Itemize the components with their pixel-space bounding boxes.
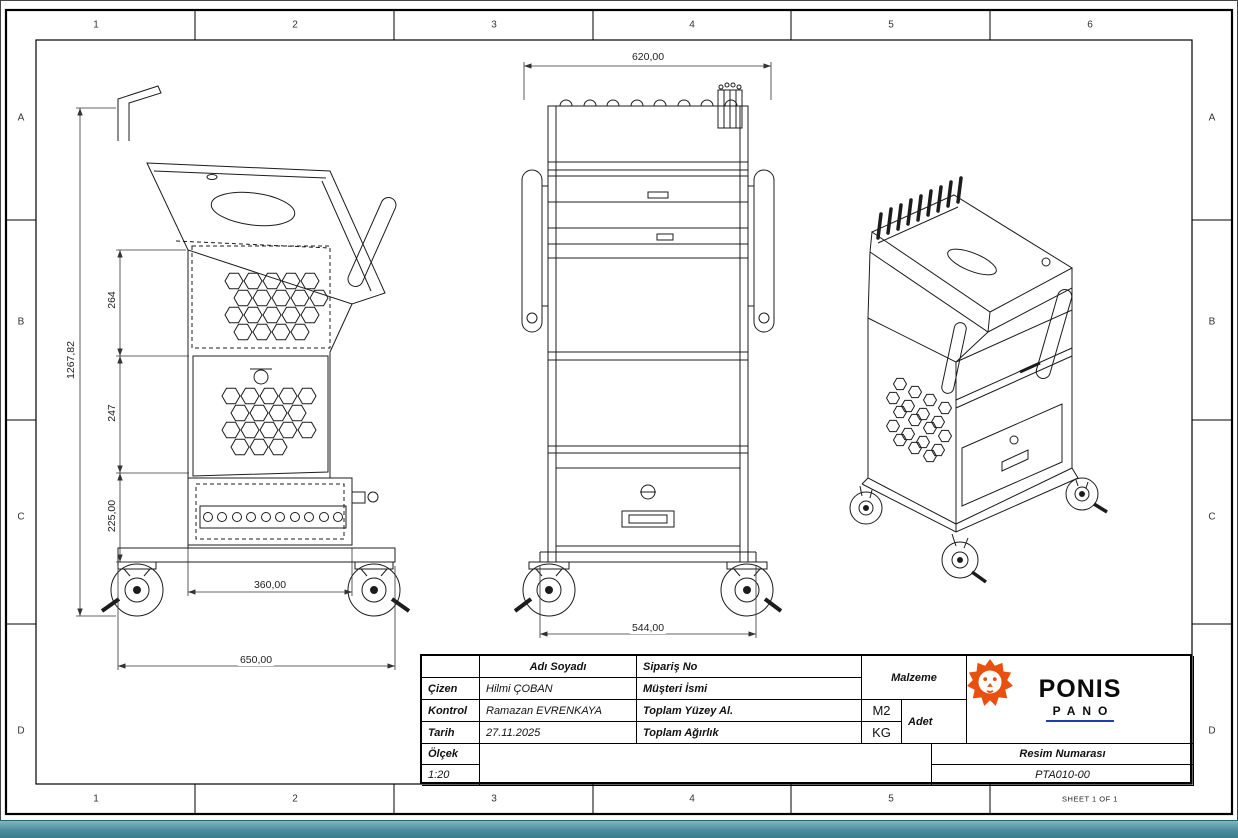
grab-handle-right: [1035, 289, 1073, 379]
dim-lower-section: 225,00: [106, 497, 118, 535]
logo-brand-text: PONIS: [1038, 675, 1122, 703]
caster-rear: [100, 561, 164, 617]
zone-top-1: 1: [93, 19, 99, 31]
label-cizen: Çizen: [422, 678, 480, 700]
label-siparis-no: Sipariş No: [637, 656, 862, 678]
titleblock-cell-empty: [480, 744, 932, 786]
console-outline: [146, 162, 386, 305]
iso-base: [861, 467, 1079, 533]
dim-overall-height: 1267,82: [65, 339, 77, 381]
zone-top-6: 6: [1087, 19, 1093, 31]
label-olcek: Ölçek: [422, 744, 480, 765]
base-plate: [117, 547, 396, 563]
caster-front: [347, 561, 411, 617]
iso-view: [849, 176, 1108, 584]
zone-left-c: C: [17, 511, 25, 523]
title-block: Adı Soyadı Sipariş No Malzeme Çizen Hilm…: [420, 654, 1194, 786]
push-handle-right: [748, 169, 775, 333]
lower-drawer-box: [187, 477, 353, 546]
zone-top-5: 5: [888, 19, 894, 31]
push-handle-left: [521, 169, 548, 333]
titleblock-cell-empty: [422, 656, 480, 678]
upper-drawer-handle: [647, 191, 669, 199]
unit-kg: KG: [862, 722, 902, 744]
indicator-lamp: [253, 369, 269, 385]
iso-caster-left: [849, 485, 883, 525]
dim-middle-section: 247: [106, 402, 118, 424]
zone-right-c: C: [1208, 511, 1216, 523]
company-logo: PONIS PANO: [967, 656, 1194, 744]
value-olcek: 1:20: [422, 765, 480, 786]
label-malzeme: Malzeme: [862, 656, 967, 700]
hex-vent-upper: [224, 272, 329, 341]
zone-left-d: D: [17, 725, 25, 737]
hinge-strip: [203, 512, 343, 522]
label-kontrol: Kontrol: [422, 700, 480, 722]
label-musteri-ismi: Müşteri İsmi: [637, 678, 862, 700]
zone-bottom-5: 5: [888, 793, 894, 805]
side-view: [100, 85, 411, 617]
sheet-frame: [4, 8, 1234, 816]
lion-icon: [967, 659, 1013, 706]
dimension-lines: [76, 62, 772, 670]
zone-left-b: B: [17, 316, 25, 328]
body-front-face: [955, 309, 1073, 525]
body-left-face: [867, 317, 957, 525]
caster-right: [720, 561, 783, 617]
value-resim-numarasi: PTA010-00: [932, 765, 1194, 786]
dim-upper-section: 264: [106, 289, 118, 311]
zone-left-a: A: [17, 112, 25, 124]
zone-right-a: A: [1208, 112, 1216, 124]
bottom-drawer-handle: [621, 510, 675, 528]
dim-front-width-top: 620,00: [629, 51, 667, 63]
value-tarih: 27.11.2025: [480, 722, 637, 744]
label-toplam-agirlik: Toplam Ağırlık: [637, 722, 862, 744]
zone-bottom-3: 3: [491, 793, 497, 805]
header-adi-soyadi: Adı Soyadı: [480, 656, 637, 678]
hex-vent-iso: [886, 377, 952, 463]
caster-left: [513, 561, 576, 617]
logo-sub-text: PANO: [1045, 704, 1115, 722]
hex-vent-lower: [221, 387, 317, 456]
window-bottom-bar: [0, 820, 1238, 838]
comb-pins: [876, 176, 963, 240]
cable-hooks: [559, 99, 738, 107]
label-toplam-yuzey: Toplam Yüzey Al.: [637, 700, 862, 722]
value-kontrol: Ramazan EVRENKAYA: [480, 700, 637, 722]
zone-top-2: 2: [292, 19, 298, 31]
zone-right-b: B: [1208, 316, 1216, 328]
label-tarih: Tarih: [422, 722, 480, 744]
zone-right-d: D: [1208, 725, 1216, 737]
value-cizen: Hilmi ÇOBAN: [480, 678, 637, 700]
zone-top-3: 3: [491, 19, 497, 31]
handle-cutout: [210, 191, 296, 227]
comb-holder: [717, 82, 743, 129]
zone-bottom-2: 2: [292, 793, 298, 805]
top-bracket: [117, 85, 162, 141]
dim-front-width-base: 544,00: [629, 622, 667, 634]
iso-caster-right: [1065, 477, 1108, 514]
zone-top-4: 4: [689, 19, 695, 31]
label-adet: Adet: [902, 700, 967, 744]
unit-m2: M2: [862, 700, 902, 722]
sheet-note: SHEET 1 OF 1: [1062, 794, 1118, 804]
zone-bottom-4: 4: [689, 793, 695, 805]
grab-handle-left: [941, 322, 967, 394]
bottom-drawer: [555, 467, 741, 547]
console-top: [870, 194, 1074, 313]
iso-drawer: [961, 403, 1063, 507]
dim-overall-depth: 650,00: [237, 654, 275, 666]
side-knob: [352, 491, 366, 504]
dim-drawer-width: 360,00: [251, 579, 289, 591]
side-grab-handle: [347, 197, 397, 287]
iso-caster-front: [941, 533, 988, 584]
label-resim-numarasi: Resim Numarası: [932, 744, 1194, 765]
handle-cutout-iso: [947, 248, 997, 276]
front-view: [513, 82, 783, 617]
zone-bottom-1: 1: [93, 793, 99, 805]
